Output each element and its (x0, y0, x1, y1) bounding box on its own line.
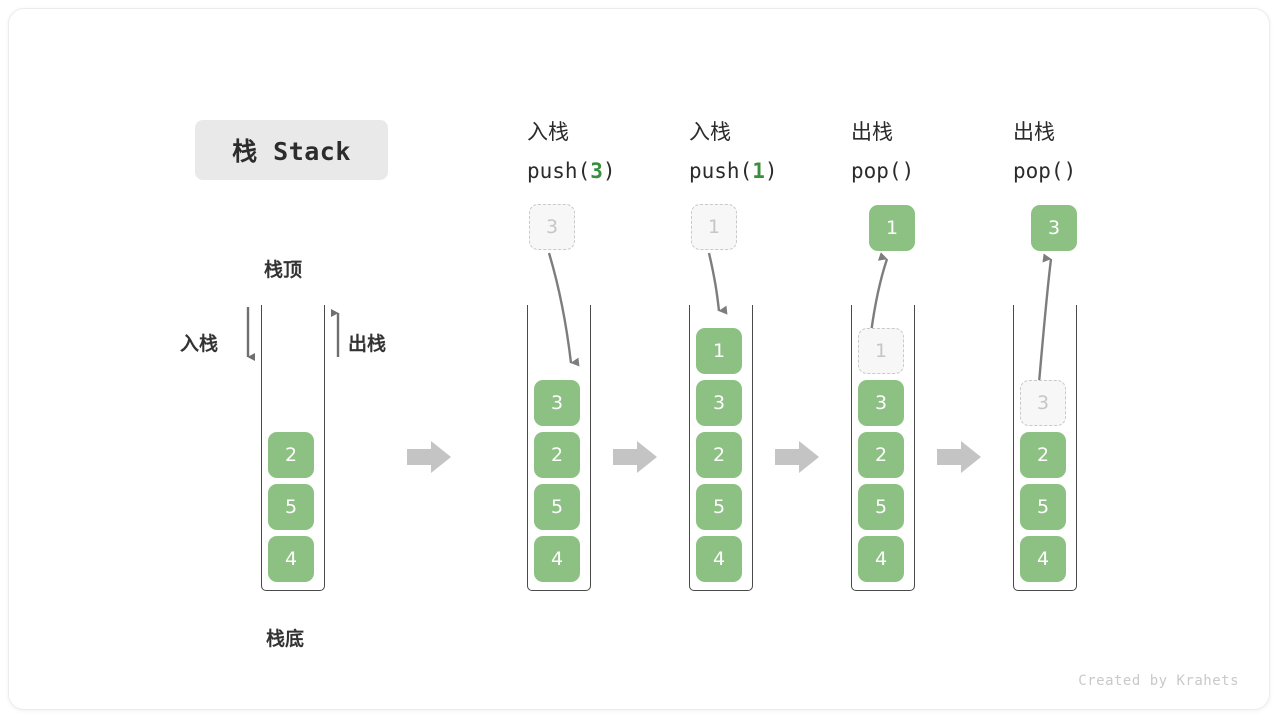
initial-stack-group: 栈顶 栈底 入栈 出栈 2 5 (9, 9, 429, 709)
separator-arrow-icon (775, 441, 819, 473)
step-code-arg: 3 (590, 159, 603, 183)
step-header-cn: 出栈 (1013, 120, 1055, 144)
pop-side-label: 出栈 (348, 333, 387, 355)
push-side-label: 入栈 (180, 333, 219, 355)
stack-cell: 4 (268, 536, 314, 582)
stack-container-rail (689, 305, 753, 591)
step-code-prefix: push( (527, 159, 591, 183)
step-header: 出栈 pop() (851, 113, 914, 191)
stack-cell: 5 (696, 484, 742, 530)
stack-bottom-label: 栈底 (266, 628, 305, 650)
separator-arrow-icon (407, 441, 451, 473)
stack-cell: 2 (534, 432, 580, 478)
floating-ghost-cell: 3 (529, 204, 575, 250)
stack-cell: 3 (696, 380, 742, 426)
stack-container-rail (527, 305, 591, 591)
step-stack-cells: 1 3 2 5 4 (858, 328, 908, 582)
push-down-arrow (246, 307, 255, 361)
pop-up-arrow (331, 309, 340, 357)
pop-motion-arrow (869, 252, 889, 334)
stack-container-rail (261, 305, 325, 591)
stack-cell: 2 (1020, 432, 1066, 478)
step-stack-cells: 3 2 5 4 (1020, 380, 1070, 582)
stack-cell: 4 (1020, 536, 1066, 582)
diagram-card: 栈 Stack 栈顶 栈底 入栈 出栈 (8, 8, 1270, 710)
floating-ghost-cell: 1 (691, 204, 737, 250)
stack-container-rail (1013, 305, 1077, 591)
page-title: 栈 Stack (195, 120, 388, 180)
step-column-push-1: 入栈 push(1) 1 1 3 2 5 4 (689, 9, 819, 709)
step-stack-cells: 3 2 5 4 (534, 380, 584, 582)
step-header-code: push(3) (527, 159, 616, 183)
separator-arrow-icon (613, 441, 657, 473)
popped-cell: 3 (1031, 205, 1077, 251)
step-header-code: pop() (1013, 159, 1076, 183)
step-code-prefix: pop( (1013, 159, 1064, 183)
stack-cell: 5 (534, 484, 580, 530)
stack-cell: 2 (858, 432, 904, 478)
step-header-cn: 出栈 (851, 120, 893, 144)
step-stack-cells: 1 3 2 5 4 (696, 328, 746, 582)
popped-cell: 1 (869, 205, 915, 251)
step-code-prefix: pop( (851, 159, 902, 183)
step-column-pop-1: 出栈 pop() 1 1 3 2 5 4 (851, 9, 981, 709)
step-code-suffix: ) (764, 159, 778, 183)
stack-cell-ghost: 3 (1020, 380, 1066, 426)
initial-stack-cells: 2 5 4 (268, 432, 318, 582)
push-motion-arrow (707, 252, 728, 315)
step-header-code: pop() (851, 159, 914, 183)
stack-cell: 3 (858, 380, 904, 426)
step-header: 出栈 pop() (1013, 113, 1076, 191)
push-motion-arrow (547, 252, 580, 367)
stack-cell: 3 (534, 380, 580, 426)
step-code-suffix: ) (1063, 159, 1077, 183)
step-header-cn: 入栈 (527, 120, 569, 144)
step-header: 入栈 push(3) (527, 113, 616, 191)
stack-cell: 4 (696, 536, 742, 582)
separator-arrow-icon (937, 441, 981, 473)
stack-cell: 4 (858, 536, 904, 582)
stack-cell: 5 (1020, 484, 1066, 530)
stack-top-label: 栈顶 (264, 259, 303, 281)
step-code-prefix: push( (689, 159, 753, 183)
step-code-suffix: ) (602, 159, 616, 183)
step-header: 入栈 push(1) (689, 113, 778, 191)
pop-motion-arrow (1037, 253, 1053, 384)
step-column-push-3: 入栈 push(3) 3 3 2 5 4 (527, 9, 657, 709)
stack-cell-ghost: 1 (858, 328, 904, 374)
stack-cell: 2 (268, 432, 314, 478)
step-header-cn: 入栈 (689, 120, 731, 144)
stack-container-rail (851, 305, 915, 591)
watermark: Created by Krahets (1078, 673, 1239, 689)
stack-cell: 5 (268, 484, 314, 530)
step-column-pop-3: 出栈 pop() 3 3 2 5 4 (1013, 9, 1143, 709)
stack-cell: 1 (696, 328, 742, 374)
step-code-arg: 1 (752, 159, 765, 183)
step-header-code: push(1) (689, 159, 778, 183)
stack-cell: 4 (534, 536, 580, 582)
stack-cell: 5 (858, 484, 904, 530)
stack-cell: 2 (696, 432, 742, 478)
step-code-suffix: ) (901, 159, 915, 183)
